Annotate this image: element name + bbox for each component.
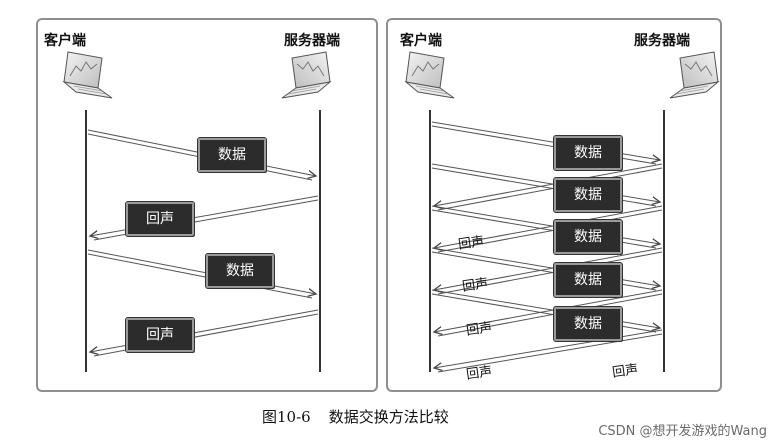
right-data-box-3: 数据: [553, 219, 623, 255]
laptop-icon: [63, 51, 113, 99]
left-server-label: 服务器端: [284, 33, 340, 49]
figure-number: 图10-6: [262, 408, 311, 426]
watermark: CSDN @想开发游戏的Wang: [598, 424, 767, 439]
right-echo-label-1: 回声: [457, 234, 486, 253]
right-client-label: 客户端: [400, 33, 442, 49]
right-echo-label-4: 回声: [465, 364, 494, 383]
right-server-label: 服务器端: [634, 33, 690, 49]
right-echo-label-3: 回声: [465, 320, 494, 339]
right-data-box-1: 数据: [553, 135, 623, 171]
right-data-box-4: 数据: [553, 262, 623, 298]
left-data-box-2: 数据: [205, 253, 275, 289]
right-echo-label-5: 回声: [611, 362, 640, 381]
right-echo-arrows: [434, 163, 663, 373]
right-panel: [386, 18, 722, 392]
left-data-box-1: 数据: [197, 137, 267, 173]
figure-caption: 图10-6 数据交换方法比较: [262, 406, 449, 427]
left-client-label: 客户端: [44, 33, 86, 49]
right-echo-label-2: 回声: [461, 276, 490, 295]
right-data-box-5: 数据: [553, 306, 623, 342]
left-echo-box-1: 回声: [125, 201, 195, 237]
left-echo-box-2: 回声: [125, 317, 195, 353]
laptop-icon: [281, 51, 331, 99]
right-data-box-2: 数据: [553, 177, 623, 213]
figure-title: 数据交换方法比较: [328, 408, 449, 426]
